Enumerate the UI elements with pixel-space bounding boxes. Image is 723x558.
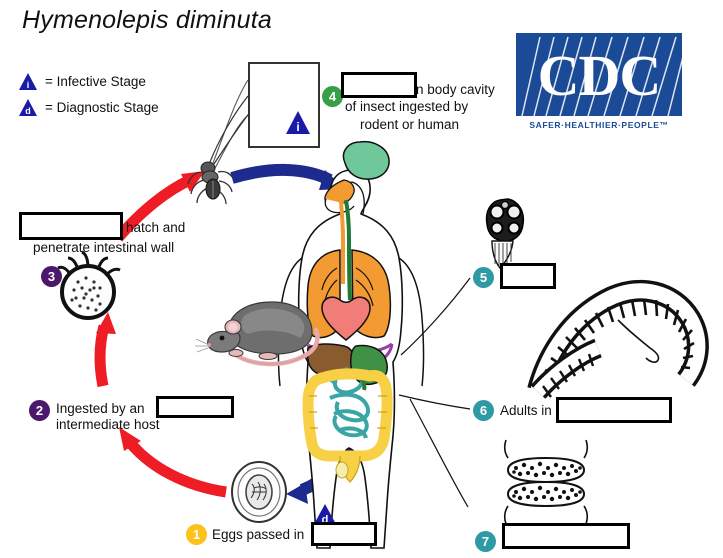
step-marker-6[interactable]: 6 — [473, 400, 494, 421]
arrow-blue-beetle-to-human — [230, 163, 345, 190]
step-6-label: Adults in — [500, 403, 552, 418]
step-4-label-line1: n body cavity — [416, 82, 495, 97]
tapeworm-egg — [231, 461, 287, 523]
adult-tapeworm — [527, 279, 709, 399]
answer-blank-5[interactable] — [500, 263, 556, 289]
infective-stage-icon: i — [18, 72, 38, 91]
legend-item-diagnostic: d = Diagnostic Stage — [18, 94, 159, 120]
rat-rodent — [195, 301, 320, 367]
step-marker-2[interactable]: 2 — [29, 400, 50, 421]
human-anatomy-figure — [277, 140, 425, 549]
step-marker-3[interactable]: 3 — [41, 266, 62, 287]
step-4-label-line3: rodent or human — [360, 117, 460, 132]
answer-blank-4[interactable] — [341, 72, 417, 98]
step-marker-5[interactable]: 5 — [473, 267, 494, 288]
arrow-red-egg-to-host — [119, 427, 227, 498]
step-2-label-line2: intermediate host — [56, 417, 160, 432]
step-1-diagnostic-icon: d — [312, 503, 338, 532]
page-title: Hymenolepis diminuta — [22, 6, 272, 34]
svg-text:d: d — [322, 514, 329, 526]
svg-text:CDC: CDC — [538, 43, 661, 108]
answer-blank-7[interactable] — [502, 523, 630, 549]
step-marker-4[interactable]: 4 — [322, 86, 343, 107]
inset-infective-icon: i — [285, 110, 311, 140]
svg-text:i: i — [27, 80, 30, 90]
arrow-red-host-to-larva — [94, 312, 116, 388]
cdc-tagline: SAFER·HEALTHIER·PEOPLE™ — [529, 120, 669, 130]
legend-item-infective: i = Infective Stage — [18, 68, 159, 94]
step-4-label-line2: of insect ingested by — [345, 99, 469, 114]
step-3-label-line2: penetrate intestinal wall — [33, 240, 175, 255]
answer-blank-6[interactable] — [556, 397, 672, 423]
gravid-proglottid — [503, 439, 589, 525]
tapeworm-scolex — [485, 198, 525, 270]
diagnostic-stage-icon: d — [18, 98, 38, 117]
cdc-logo-box: CDC — [516, 33, 682, 116]
arrow-blue-human-to-egg — [286, 434, 364, 504]
cdc-logo: CDC SAFER·HEALTHIER·PEOPLE™ — [516, 33, 682, 137]
beetle-insect — [187, 95, 253, 205]
hatched-oncosphere — [57, 250, 121, 320]
step-marker-1[interactable]: 1 — [186, 524, 207, 545]
answer-blank-2[interactable] — [156, 396, 234, 418]
step-3-label-line1: hatch and — [126, 220, 186, 235]
step-2-label-line1: Ingested by an — [56, 401, 145, 416]
hexacanth-oncosphere — [250, 481, 267, 501]
stage-legend: i = Infective Stage d = Diagnostic Stage — [18, 68, 159, 120]
svg-text:i: i — [296, 120, 299, 134]
answer-blank-1[interactable] — [311, 522, 377, 546]
answer-blank-3[interactable] — [19, 212, 123, 240]
legend-label-diagnostic: = Diagnostic Stage — [45, 99, 159, 115]
step-1-label: Eggs passed in — [212, 527, 305, 542]
svg-text:d: d — [25, 106, 31, 116]
step-marker-7[interactable]: 7 — [475, 531, 496, 552]
legend-label-infective: = Infective Stage — [45, 73, 146, 89]
